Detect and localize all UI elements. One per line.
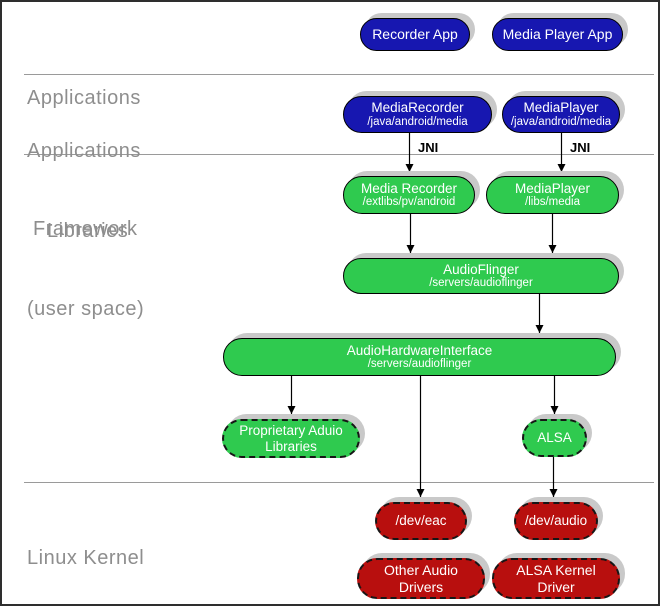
- node-mediaplayer-lib: MediaPlayer /libs/media: [486, 176, 619, 214]
- node-subtitle: /libs/media: [525, 196, 580, 209]
- node-title: MediaPlayer: [514, 180, 591, 196]
- node-title: Proprietary Aduio Libraries: [239, 422, 343, 454]
- jni-label-left: JNI: [418, 140, 439, 155]
- section-label-text: Linux Kernel: [27, 547, 145, 569]
- node-subtitle: /servers/audioflinger: [367, 358, 472, 371]
- node-title: Recorder App: [372, 26, 458, 43]
- divider-framework-libraries: [24, 154, 654, 155]
- node-proprietary-audio-libraries: Proprietary Aduio Libraries: [222, 419, 360, 458]
- divider-applications-framework: [24, 74, 654, 75]
- node-alsa-kernel-driver: ALSA Kernel Driver: [492, 558, 620, 599]
- section-label-applications: Applications: [27, 33, 141, 163]
- node-media-recorder-lib: Media Recorder /extlibs/pv/android: [343, 176, 475, 214]
- section-label-text: Libraries: [47, 220, 129, 242]
- node-other-audio-drivers: Other Audio Drivers: [357, 558, 485, 599]
- node-title: Other Audio Drivers: [384, 562, 458, 595]
- node-dev-eac: /dev/eac: [375, 502, 467, 540]
- node-title: Media Recorder: [360, 180, 458, 196]
- node-subtitle: /extlibs/pv/android: [362, 196, 456, 209]
- section-label-libraries: Libraries (user space): [27, 166, 144, 374]
- node-title: Media Player App: [502, 26, 613, 43]
- node-title: /dev/audio: [524, 513, 588, 529]
- node-alsa: ALSA: [522, 419, 587, 457]
- node-title: ALSA: [537, 430, 572, 446]
- section-label-linux-kernel: Linux Kernel: [27, 493, 145, 604]
- node-title: ALSA Kernel Driver: [516, 562, 596, 595]
- node-title: AudioFlinger: [443, 261, 519, 277]
- node-title: /dev/eac: [395, 513, 447, 529]
- jni-label-right: JNI: [570, 140, 591, 155]
- node-title: MediaRecorder: [371, 100, 464, 116]
- node-title: AudioHardwareInterface: [346, 342, 493, 358]
- node-recorder-app: Recorder App: [360, 18, 470, 51]
- node-subtitle: /servers/audioflinger: [429, 277, 533, 290]
- node-mediarecorder-framework: MediaRecorder /java/android/media: [343, 96, 492, 133]
- node-media-player-app: Media Player App: [492, 18, 623, 51]
- node-audioflinger: AudioFlinger /servers/audioflinger: [343, 258, 619, 294]
- node-audiohardwareinterface: AudioHardwareInterface /servers/audiofli…: [223, 338, 616, 376]
- node-mediaplayer-framework: MediaPlayer /java/android/media: [502, 96, 620, 133]
- section-label-text: Applications: [27, 140, 141, 162]
- divider-libraries-kernel: [24, 482, 654, 483]
- section-label-text: Framework: [33, 218, 138, 240]
- node-subtitle: /java/android/media: [510, 115, 612, 128]
- section-label-text: (user space): [27, 298, 145, 320]
- section-label-applications-framework: Applications Framework: [27, 86, 141, 294]
- node-dev-audio: /dev/audio: [514, 502, 598, 540]
- node-title: MediaPlayer: [523, 100, 599, 116]
- section-label-text: Applications: [27, 87, 141, 109]
- node-subtitle: /java/android/media: [367, 115, 468, 128]
